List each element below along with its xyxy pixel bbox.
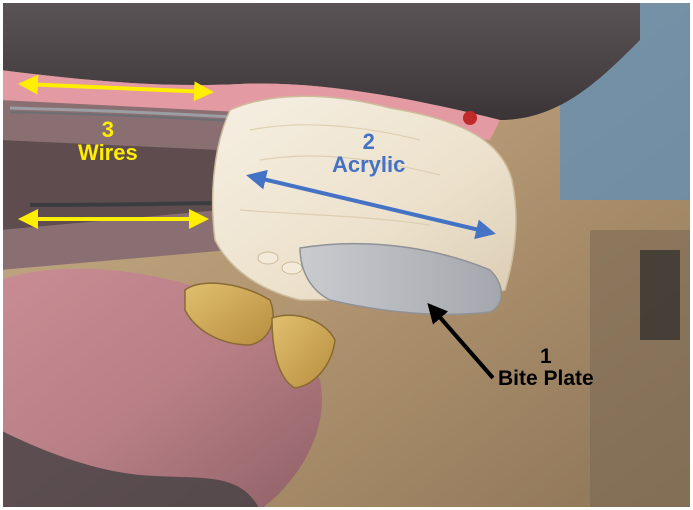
acrylic-label: 2 Acrylic xyxy=(332,130,405,176)
wires-label-number: 3 xyxy=(101,117,114,142)
wire-lower xyxy=(29,201,216,207)
bite-plate-label: 1 Bite Plate xyxy=(498,345,594,391)
wires-label-text: Wires xyxy=(78,140,138,166)
acrylic-arrow xyxy=(246,169,496,240)
background-dark-object xyxy=(640,250,680,340)
gum-blood-spot xyxy=(463,111,477,125)
wire-upper xyxy=(9,106,251,120)
bite-plate xyxy=(299,242,502,316)
bite-plate-label-text: Bite Plate xyxy=(498,367,594,391)
chin xyxy=(0,430,260,510)
wires-label: 3 Wires xyxy=(78,118,138,164)
lower-incisor-1 xyxy=(184,282,274,346)
lower-incisor-2 xyxy=(271,314,336,389)
bite-plate-arrow xyxy=(427,302,495,380)
acrylic-label-number: 2 xyxy=(362,129,375,154)
acrylic-label-text: Acrylic xyxy=(332,152,406,178)
upper-lip xyxy=(0,0,640,120)
wires-arrow-upper xyxy=(18,74,214,102)
inner-mouth-shadow xyxy=(0,140,220,230)
bite-plate-label-number: 1 xyxy=(540,345,552,368)
wire-upper-strand xyxy=(9,111,251,123)
